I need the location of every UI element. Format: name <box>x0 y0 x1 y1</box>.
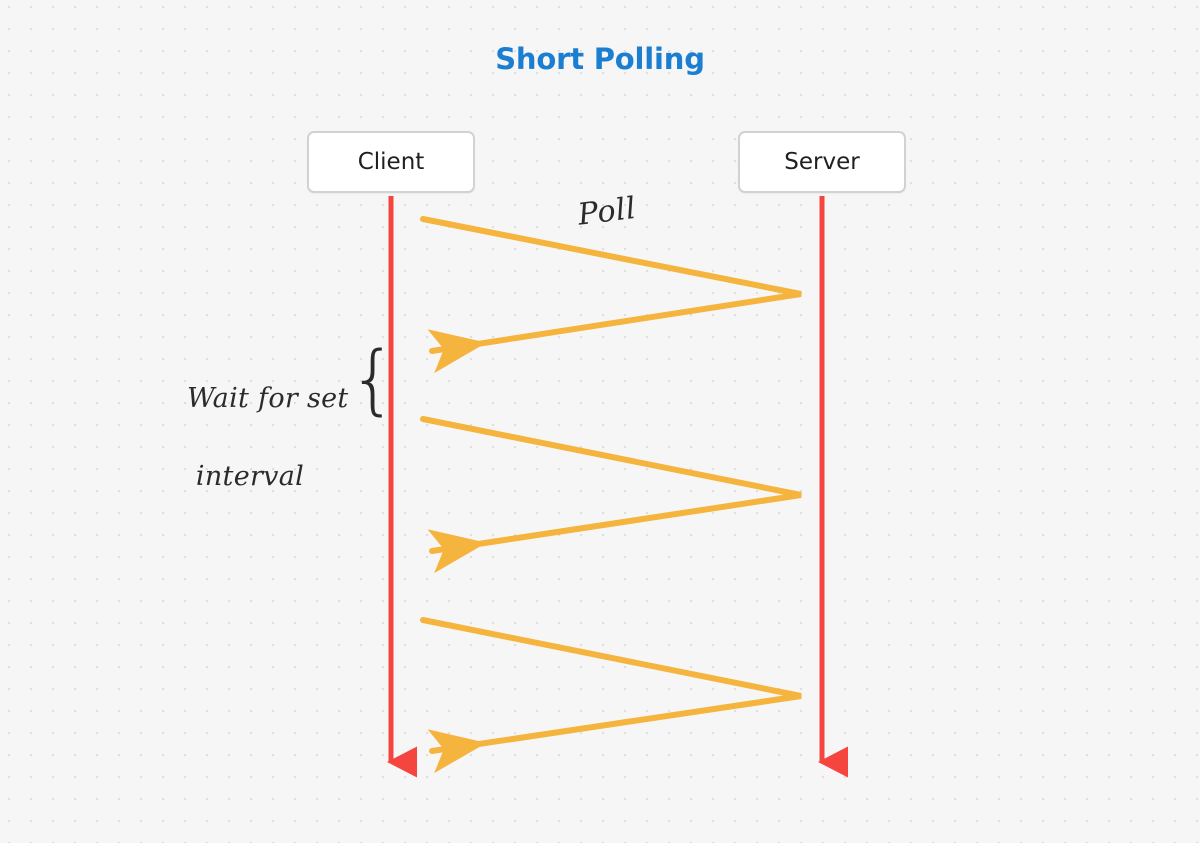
annotation-wait-line-1: Wait for set <box>186 383 349 415</box>
participant-box-client[interactable]: Client <box>307 131 475 193</box>
annotation-wait-interval: Wait for set interval <box>150 340 350 575</box>
message-label-poll: Poll <box>576 190 639 233</box>
participant-label-server: Server <box>784 149 860 175</box>
page-title: Short Polling <box>495 42 705 76</box>
annotation-wait-line-2: interval <box>195 461 305 493</box>
message-arrow-poll-1[interactable] <box>420 216 802 374</box>
message-arrow-poll-3[interactable] <box>420 617 802 774</box>
annotation-brace-icon: { <box>349 334 398 423</box>
message-arrow-poll-2[interactable] <box>420 416 802 574</box>
participant-box-server[interactable]: Server <box>738 131 906 193</box>
participant-label-client: Client <box>357 149 425 175</box>
